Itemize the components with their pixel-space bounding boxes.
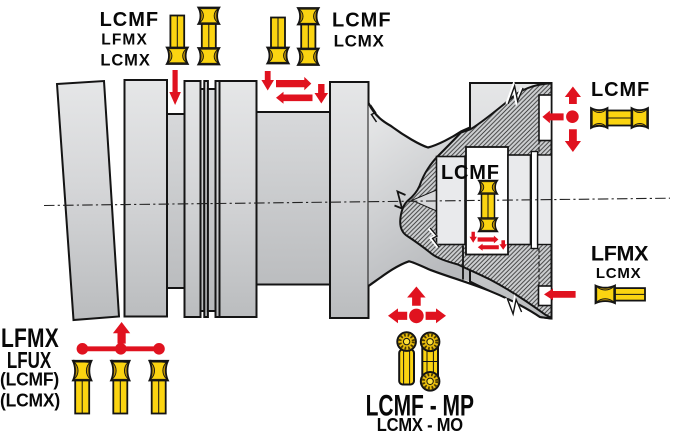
svg-text:LFMX: LFMX	[101, 32, 148, 49]
svg-text:LCMX: LCMX	[100, 52, 150, 70]
svg-text:LFMX: LFMX	[1, 323, 59, 353]
svg-text:LCMF: LCMF	[100, 9, 160, 31]
svg-text:(LCMX): (LCMX)	[0, 390, 60, 410]
svg-text:LCMF: LCMF	[441, 162, 500, 184]
svg-text:LFMX: LFMX	[591, 242, 649, 266]
svg-text:LCMF: LCMF	[332, 9, 392, 31]
svg-text:LFUX: LFUX	[7, 347, 52, 373]
svg-text:LCMX - MO: LCMX - MO	[377, 414, 463, 431]
svg-text:LCMF - MP: LCMF - MP	[366, 390, 474, 422]
svg-text:LCMX: LCMX	[596, 265, 642, 282]
svg-text:LCMX: LCMX	[334, 31, 385, 50]
svg-text:(LCMF): (LCMF)	[0, 369, 59, 389]
svg-text:LCMF: LCMF	[591, 79, 650, 101]
